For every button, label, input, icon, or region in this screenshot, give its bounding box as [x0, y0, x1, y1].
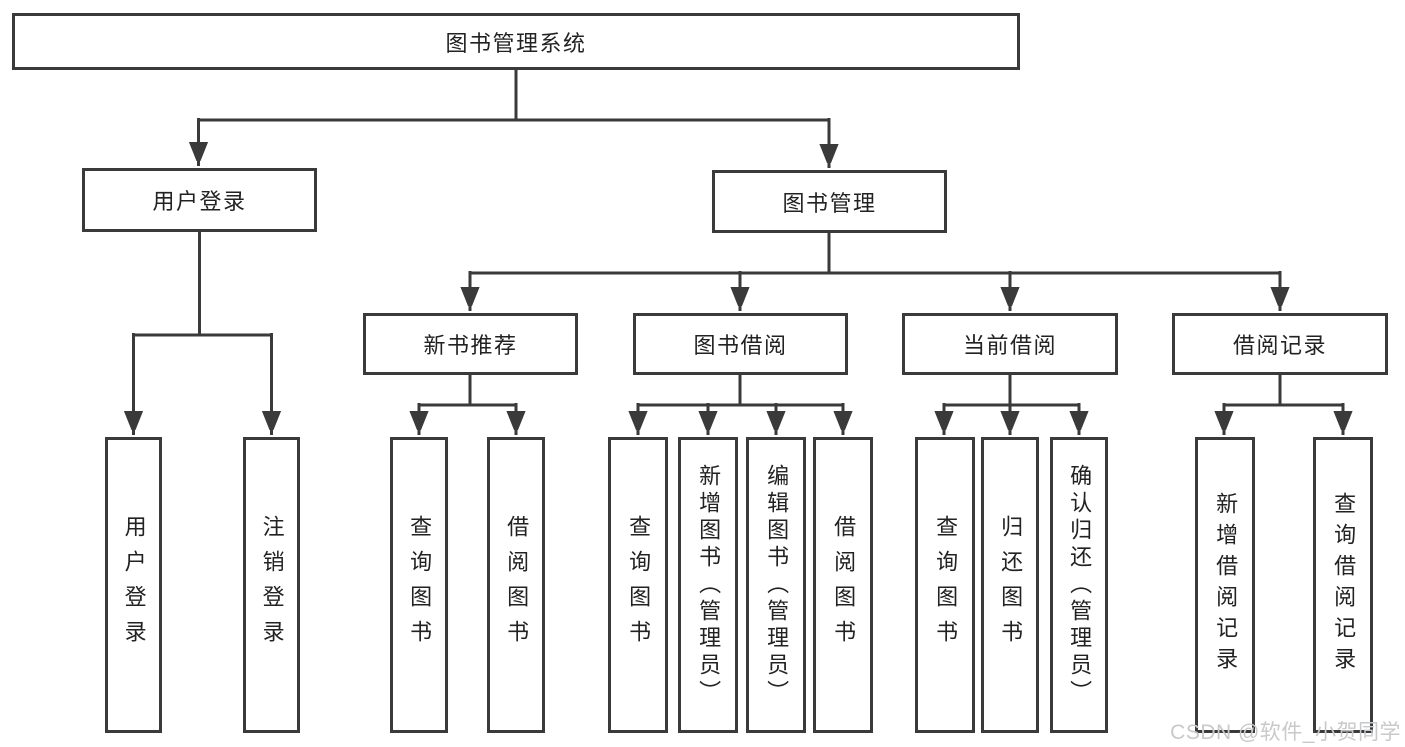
- csdn-watermark: CSDN @软件_小贺同学: [1170, 721, 1401, 744]
- node-leaf-logout-label: 注销登录: [259, 515, 285, 655]
- node-leaf-bb-borrow-label: 借阅图书: [831, 515, 857, 655]
- node-leaf-bb-add-label: 新增图书（管理员）: [696, 463, 722, 707]
- node-leaf-bb-edit: 编辑图书（管理员）: [746, 437, 806, 733]
- node-leaf-br-query: 查询借阅记录: [1313, 437, 1373, 733]
- node-leaf-br-query-label: 查询借阅记录: [1331, 492, 1357, 678]
- node-leaf-bb-add: 新增图书（管理员）: [678, 437, 738, 733]
- node-user-login: 用户登录: [82, 168, 317, 232]
- node-leaf-bb-query-label: 查询图书: [626, 515, 652, 655]
- node-leaf-bb-edit-label: 编辑图书（管理员）: [764, 463, 790, 707]
- node-root: 图书管理系统: [12, 13, 1020, 70]
- node-current-borrow: 当前借阅: [902, 313, 1118, 375]
- node-leaf-rec-borrow-label: 借阅图书: [504, 515, 530, 655]
- node-book-mgmt: 图书管理: [712, 170, 947, 233]
- node-leaf-user-login: 用户登录: [105, 437, 162, 733]
- node-book-borrow: 图书借阅: [633, 313, 848, 375]
- node-book-borrow-label: 图书借阅: [693, 333, 788, 358]
- node-leaf-rec-borrow: 借阅图书: [487, 437, 545, 733]
- node-root-label: 图书管理系统: [445, 30, 587, 56]
- node-leaf-bb-query: 查询图书: [608, 437, 668, 733]
- node-leaf-cb-query: 查询图书: [915, 437, 975, 733]
- node-leaf-br-add: 新增借阅记录: [1195, 437, 1255, 733]
- node-current-borrow-label: 当前借阅: [962, 333, 1057, 358]
- node-leaf-rec-query-label: 查询图书: [407, 515, 433, 655]
- node-new-book-rec-label: 新书推荐: [423, 333, 518, 358]
- node-leaf-cb-confirm-label: 确认归还（管理员）: [1067, 463, 1093, 707]
- node-leaf-rec-query: 查询图书: [390, 437, 448, 733]
- node-leaf-bb-borrow: 借阅图书: [813, 437, 873, 733]
- node-borrow-records-label: 借阅记录: [1232, 333, 1327, 358]
- node-leaf-cb-return: 归还图书: [981, 437, 1039, 733]
- node-new-book-rec: 新书推荐: [363, 313, 578, 375]
- node-leaf-br-add-label: 新增借阅记录: [1213, 492, 1239, 678]
- node-book-mgmt-label: 图书管理: [782, 190, 877, 216]
- node-leaf-user-login-label: 用户登录: [121, 515, 147, 655]
- node-leaf-logout: 注销登录: [243, 437, 300, 733]
- node-user-login-label: 用户登录: [152, 189, 247, 214]
- node-leaf-cb-return-label: 归还图书: [998, 515, 1024, 655]
- node-borrow-records: 借阅记录: [1172, 313, 1388, 375]
- node-leaf-cb-query-label: 查询图书: [933, 515, 959, 655]
- node-leaf-cb-confirm: 确认归还（管理员）: [1050, 437, 1108, 733]
